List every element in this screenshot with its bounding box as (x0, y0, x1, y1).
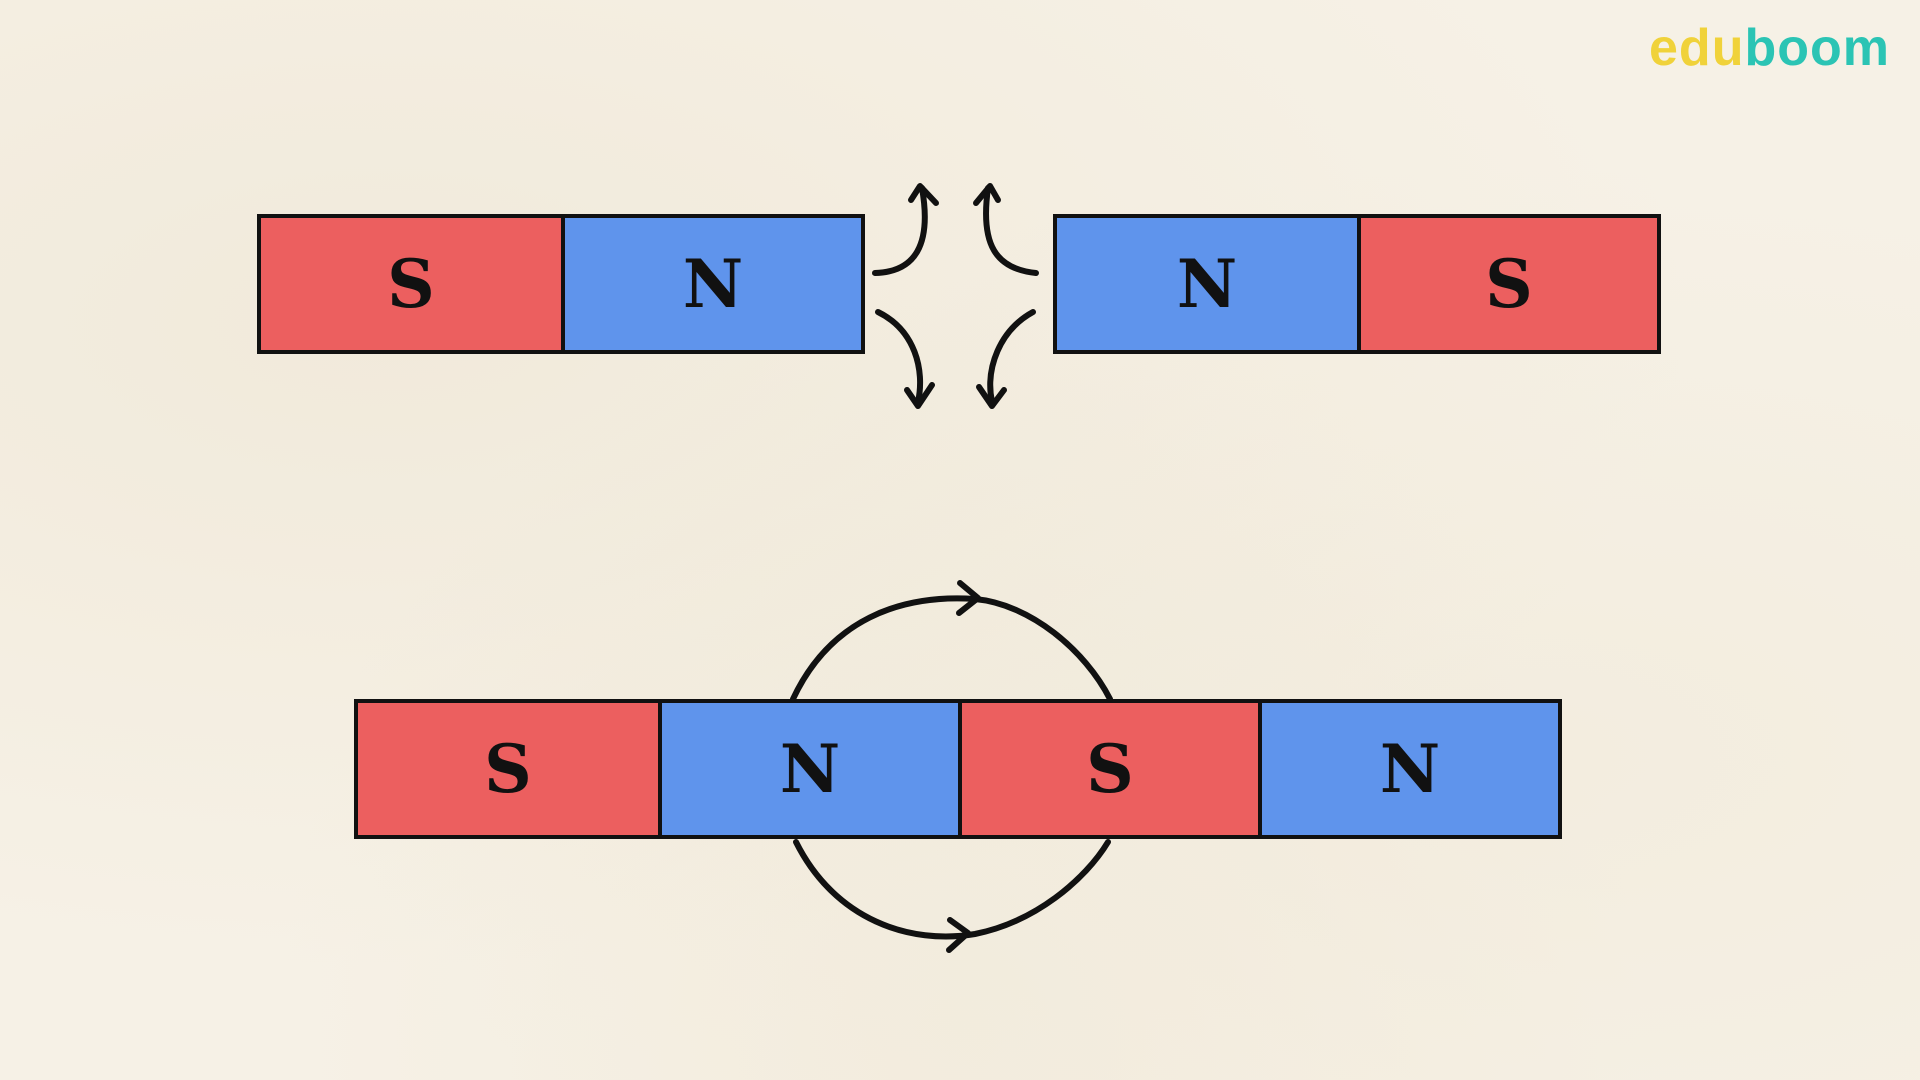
north-pole: N (1258, 703, 1558, 835)
repel-arrow-icon (976, 309, 1036, 409)
top-right-magnet: N S (1053, 214, 1661, 354)
repel-arrow-icon (872, 183, 939, 276)
repel-arrow-icon (973, 183, 1039, 276)
top-left-magnet: S N (257, 214, 865, 354)
repel-arrow-icon (875, 309, 935, 409)
south-pole: S (261, 218, 561, 350)
logo-edu: edu (1649, 19, 1745, 77)
north-pole: N (561, 218, 861, 350)
south-pole: S (1357, 218, 1657, 350)
south-pole: S (958, 703, 1258, 835)
north-pole: N (658, 703, 958, 835)
north-pole: N (1057, 218, 1357, 350)
bottom-magnet-pair: S N S N (354, 699, 1562, 839)
field-loop-arrow-icon (790, 580, 1113, 702)
south-pole: S (358, 703, 658, 835)
field-loop-arrow-icon (793, 839, 1111, 953)
eduboom-logo: eduboom (1649, 18, 1890, 78)
logo-boom: boom (1744, 19, 1890, 77)
